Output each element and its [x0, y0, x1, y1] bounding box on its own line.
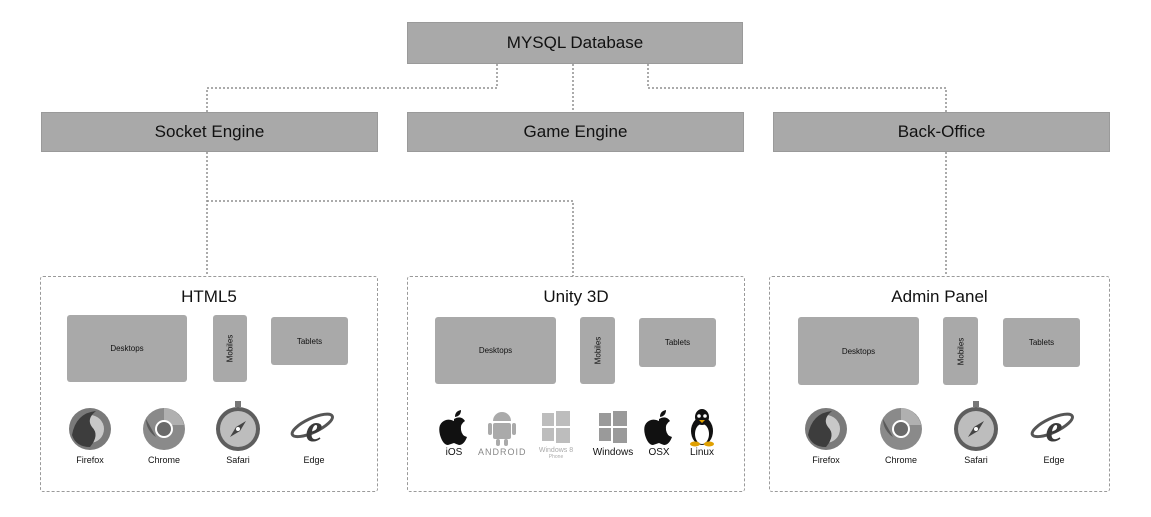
windows-icon: Windows — [589, 409, 637, 458]
connector-db-backoffice — [647, 64, 947, 112]
chrome-label: Chrome — [147, 455, 180, 465]
desktops-box: Desktops — [798, 317, 919, 385]
safari-icon: Safari — [212, 401, 264, 471]
game-engine-label: Game Engine — [523, 122, 628, 141]
firefox-icon: Firefox — [800, 405, 852, 475]
edge-label: Edge — [303, 455, 325, 465]
back-office-box: Back-Office — [773, 112, 1110, 152]
socket-engine-box: Socket Engine — [41, 112, 378, 152]
safari-label: Safari — [226, 455, 250, 465]
safari-label: Safari — [964, 455, 988, 465]
windows-label: Windows — [592, 447, 634, 458]
windows-phone-icon: Windows 8 Phone — [532, 409, 580, 460]
android-label: ANDROID — [478, 447, 527, 457]
svg-text:e: e — [306, 408, 323, 450]
safari-icon: Safari — [950, 401, 1002, 471]
edge-icon: e Edge — [288, 405, 340, 475]
mysql-database-box: MYSQL Database — [407, 22, 743, 64]
edge-label: Edge — [1043, 455, 1065, 465]
mobiles-box: Mobiles — [943, 317, 978, 385]
firefox-label: Firefox — [76, 455, 104, 465]
chrome-label: Chrome — [884, 455, 917, 465]
ios-label: iOS — [445, 447, 463, 458]
mysql-database-label: MYSQL Database — [506, 33, 644, 52]
osx-label: OSX — [648, 447, 670, 458]
mobiles-box: Mobiles — [213, 315, 247, 382]
connector-db-socket — [206, 64, 498, 112]
linux-penguin-icon: Linux — [678, 407, 726, 458]
android-icon: ANDROID — [478, 409, 526, 457]
tablets-box: Tablets — [1003, 318, 1080, 367]
connector-socket-clients — [206, 152, 574, 276]
panel-title: HTML5 — [181, 287, 237, 306]
back-office-label: Back-Office — [897, 122, 986, 141]
unity3d-panel: Unity 3D Desktops Mobiles Tablets iOS AN… — [407, 276, 745, 492]
desktops-box: Desktops — [435, 317, 556, 384]
firefox-icon: Firefox — [64, 405, 116, 475]
html5-panel: HTML5 Desktops Mobiles Tablets Firefox C… — [40, 276, 378, 492]
edge-icon: e Edge — [1028, 405, 1080, 475]
linux-label: Linux — [690, 447, 714, 458]
chrome-icon: Chrome — [875, 405, 927, 475]
tablets-box: Tablets — [639, 318, 716, 367]
svg-text:e: e — [1046, 408, 1063, 450]
mobiles-box: Mobiles — [580, 317, 615, 384]
panel-title: Unity 3D — [543, 287, 609, 306]
apple-icon: OSX — [635, 409, 683, 458]
chrome-icon: Chrome — [138, 405, 190, 475]
tablets-box: Tablets — [271, 317, 348, 365]
game-engine-box: Game Engine — [407, 112, 744, 152]
firefox-label: Firefox — [812, 455, 840, 465]
windows-phone-sublabel: Phone — [548, 454, 564, 460]
admin-panel: Admin Panel Desktops Mobiles Tablets Fir… — [769, 276, 1110, 492]
windows-phone-label: Windows 8 — [538, 447, 574, 454]
desktops-box: Desktops — [67, 315, 187, 382]
socket-engine-label: Socket Engine — [154, 122, 265, 141]
panel-title: Admin Panel — [891, 287, 988, 306]
apple-icon: iOS — [430, 409, 478, 458]
